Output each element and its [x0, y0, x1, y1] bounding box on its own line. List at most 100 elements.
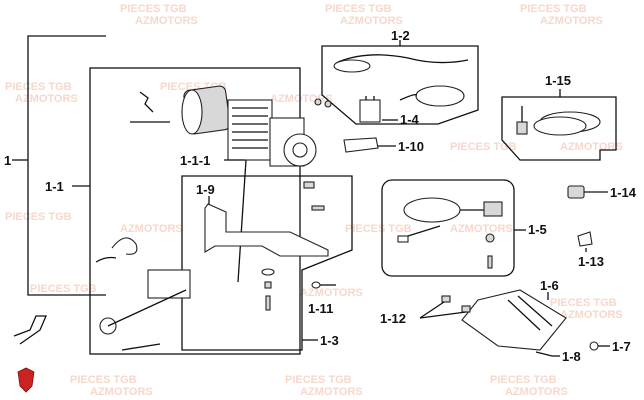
callout-1-5: 1-5	[528, 222, 547, 237]
hook-part	[111, 237, 138, 255]
callout-1-4: 1-4	[400, 112, 420, 127]
fairlead-bracket	[147, 269, 191, 299]
screw	[324, 100, 332, 108]
watermark-text: PIECES TGB	[5, 211, 72, 223]
callout-1-1: 1-1	[45, 179, 64, 194]
plate-rib	[517, 295, 553, 327]
frame-1-15	[501, 96, 617, 161]
clip-1-13	[577, 231, 593, 247]
screw-head	[311, 281, 321, 289]
cable-set-1-2	[333, 54, 469, 107]
watermark-text: AZMOTORS	[450, 223, 513, 235]
mounting-plate	[204, 181, 329, 257]
watermark-text: AZMOTORS	[505, 386, 568, 398]
watermark-text: PIECES TGB	[120, 3, 187, 15]
skid-plate	[461, 289, 567, 351]
drum-windings	[232, 107, 268, 149]
clips-1-12	[419, 295, 471, 319]
switch-1-14	[567, 185, 585, 199]
switch-parts	[567, 185, 608, 252]
gearbox-hub	[292, 142, 308, 158]
watermark-text: AZMOTORS	[540, 15, 603, 27]
winch-cable	[237, 159, 247, 283]
watermark-text: AZMOTORS	[15, 93, 78, 105]
skid-plate-1-6	[461, 289, 567, 351]
bolt-part	[121, 343, 161, 351]
pulley-cable	[107, 289, 187, 327]
bolt	[311, 205, 325, 211]
watermark-text: AZMOTORS	[300, 287, 363, 299]
watermark-text: AZMOTORS	[300, 386, 363, 398]
callout-1: 1	[4, 153, 11, 168]
harness-connector	[516, 121, 528, 135]
washer-1-7	[589, 341, 599, 351]
frame-1-1	[89, 67, 301, 355]
watermark-text: PIECES TGB	[490, 374, 557, 386]
switch-connector	[483, 201, 503, 217]
nut	[264, 281, 272, 289]
frame-1-3	[181, 175, 353, 351]
cable-parts	[95, 91, 191, 351]
frame-1-2	[321, 45, 479, 125]
watermark-text: AZMOTORS	[560, 141, 623, 153]
watermark-text: PIECES TGB	[325, 3, 392, 15]
plate-rib	[507, 299, 541, 331]
watermark-text: PIECES TGB	[70, 374, 137, 386]
hook-cable	[95, 256, 117, 263]
plate-1-9	[204, 203, 329, 257]
wire-lead	[407, 225, 441, 237]
clip	[461, 305, 471, 313]
watermark-text: PIECES TGB	[30, 283, 97, 295]
callout-1-3: 1-3	[320, 333, 339, 348]
shield-logo-icon	[17, 367, 35, 393]
cable-upper	[337, 54, 469, 64]
bolt-1-8	[535, 351, 553, 357]
watermark-text: PIECES TGB	[520, 3, 587, 15]
clip	[441, 295, 451, 303]
screw	[314, 98, 322, 106]
watermark-text: AZMOTORS	[135, 15, 198, 27]
clamp-bracket	[13, 315, 47, 345]
motor-endcap	[181, 89, 203, 135]
watermark-text: PIECES TGB	[285, 374, 352, 386]
watermark-layer: PIECES TGB AZMOTORS PIECES TGB AZMOTORS …	[5, 3, 623, 398]
callout-1-8: 1-8	[562, 349, 581, 364]
bolt	[265, 295, 271, 311]
callout-1-2: 1-2	[391, 28, 410, 43]
callout-1-15: 1-15	[545, 73, 571, 88]
watermark-text: AZMOTORS	[560, 309, 623, 321]
callout-1-9: 1-9	[196, 182, 215, 197]
callout-1-1-1: 1-1-1	[180, 153, 210, 168]
winch-assembly	[181, 85, 317, 283]
winch-drum	[227, 99, 273, 161]
watermark-text: AZMOTORS	[90, 386, 153, 398]
watermark-text: PIECES TGB	[345, 223, 412, 235]
leader-1-12	[419, 301, 467, 319]
cable-coil	[415, 85, 465, 107]
frame-1-5	[381, 179, 515, 277]
screw	[487, 255, 493, 269]
callout-1-10: 1-10	[398, 139, 424, 154]
relay-body	[359, 99, 381, 123]
assembly-frames	[12, 35, 617, 355]
hardware	[261, 268, 336, 311]
callout-1-6: 1-6	[540, 278, 559, 293]
watermark-text: AZMOTORS	[340, 15, 403, 27]
nut	[303, 181, 315, 189]
watermark-text: PIECES TGB	[550, 297, 617, 309]
wiring-1-5	[397, 197, 503, 269]
relay-1-4	[314, 96, 398, 123]
callout-1-11: 1-11	[308, 301, 333, 316]
clip-part	[139, 91, 154, 113]
callout-1-12: 1-12	[380, 311, 406, 326]
cable-lower	[399, 94, 417, 101]
watermark-text: AZMOTORS	[270, 93, 333, 105]
bracket-1	[27, 35, 106, 296]
watermark-text: AZMOTORS	[120, 223, 183, 235]
callout-labels: 1 1-1 1-1-1 1-2 1-3 1-4 1-5 1-6 1-7 1-8 …	[4, 28, 637, 364]
callout-1-14: 1-14	[610, 185, 637, 200]
harness-1-15	[516, 106, 601, 136]
callout-1-7: 1-7	[612, 339, 631, 354]
